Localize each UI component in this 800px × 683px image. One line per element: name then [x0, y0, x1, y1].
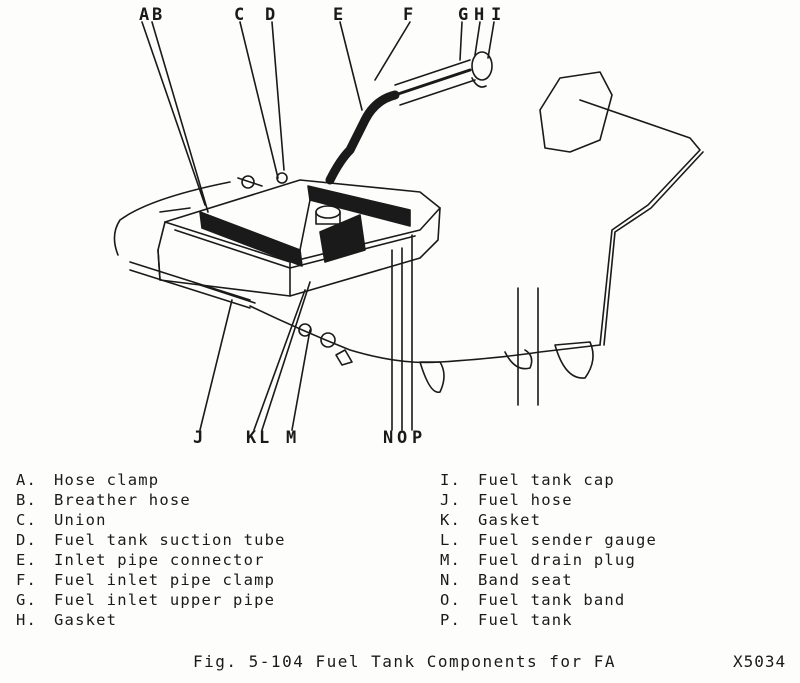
callout-m: M: [286, 428, 298, 448]
legend-item: E.Inlet pipe connector: [16, 551, 265, 569]
legend-item: M.Fuel drain plug: [440, 551, 636, 569]
callout-a: A: [139, 5, 151, 25]
fuel-sender-gauge: [315, 205, 341, 219]
legend-item: A.Hose clamp: [16, 471, 160, 489]
callout-o: O: [397, 428, 409, 448]
legend-item: O.Fuel tank band: [440, 591, 626, 609]
callout-l: L: [259, 428, 271, 448]
callout-f: F: [403, 5, 415, 25]
callout-d: D: [265, 5, 277, 25]
fuel-tank-body: [157, 179, 441, 297]
legend-item: F.Fuel inlet pipe clamp: [16, 571, 276, 589]
callout-j: J: [193, 428, 205, 448]
callout-i: I: [491, 5, 503, 25]
tank-band-2: [307, 185, 411, 227]
callout-k: K: [246, 428, 258, 448]
breather-pipe: [113, 181, 231, 256]
fuel-filler-cap: [471, 51, 493, 81]
tank-band-1: [199, 211, 303, 267]
legend-item: L.Fuel sender gauge: [440, 531, 658, 549]
legend-left-column: A.Hose clamp B.Breather hose C.Union D.F…: [16, 470, 286, 630]
reference-code: X5034: [733, 652, 787, 671]
legend-item: C.Union: [16, 511, 107, 529]
legend-right-column: I.Fuel tank cap J.Fuel hose K.Gasket L.F…: [440, 470, 657, 630]
legend-item: K.Gasket: [440, 511, 542, 529]
legend-item: G.Fuel inlet upper pipe: [16, 591, 276, 609]
fuel-hose: [249, 305, 601, 364]
callout-p: P: [412, 428, 424, 448]
callout-b: B: [152, 5, 164, 25]
fuel-tank-illustration: [113, 21, 704, 431]
legend-item: H.Gasket: [16, 611, 118, 629]
legend-item: D.Fuel tank suction tube: [16, 531, 286, 549]
inlet-hose: [325, 90, 400, 185]
legend-item: I.Fuel tank cap: [440, 471, 615, 489]
legend-item: J.Fuel hose: [440, 491, 573, 509]
callout-h: H: [474, 5, 486, 25]
callout-c: C: [234, 5, 246, 25]
figure-caption: Fig. 5-104 Fuel Tank Components for FA: [193, 652, 617, 671]
callout-g: G: [458, 5, 470, 25]
callout-e: E: [333, 5, 345, 25]
legend-item: B.Breather hose: [16, 491, 191, 509]
legend-item: N.Band seat: [440, 571, 573, 589]
callout-n: N: [383, 428, 395, 448]
legend-item: P.Fuel tank: [440, 611, 573, 629]
